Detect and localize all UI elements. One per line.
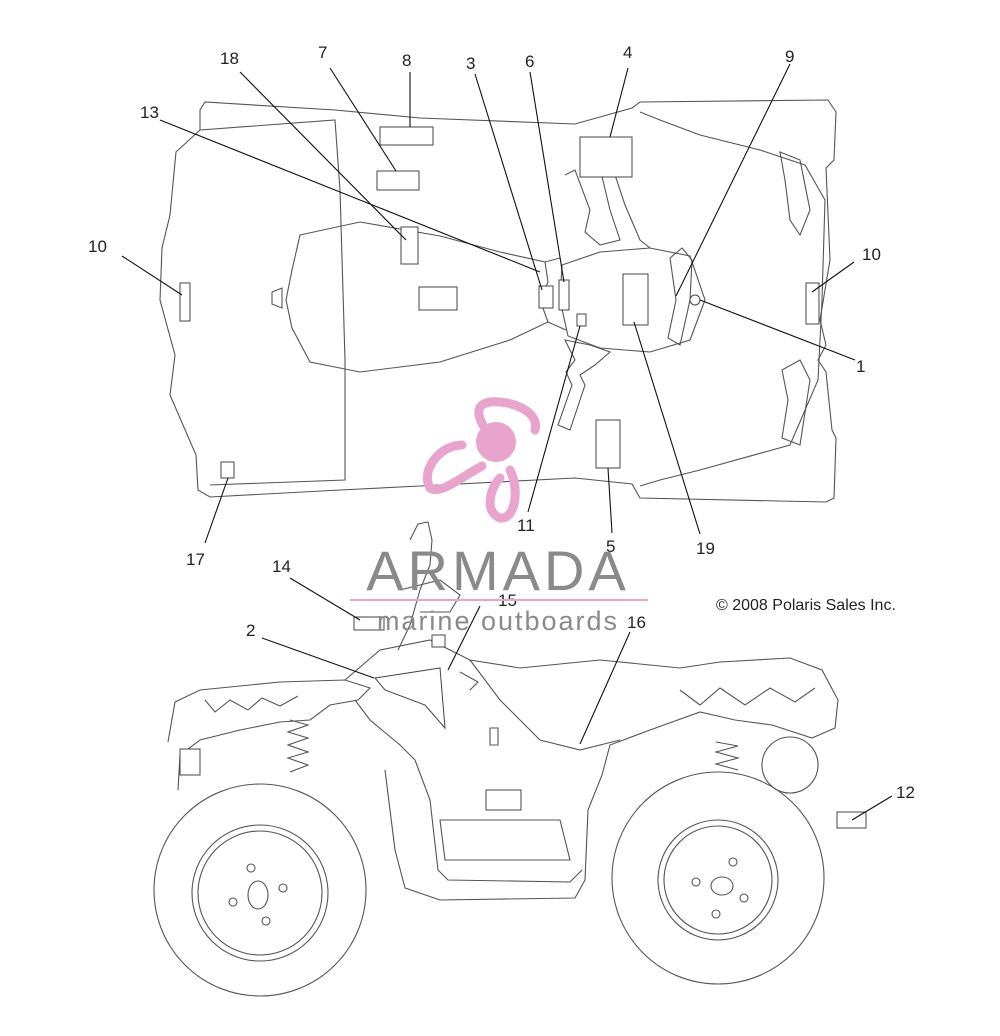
propeller-hub [476,422,516,462]
watermark-tagline: marine outboards [377,606,619,636]
callout-18: 18 [220,49,239,68]
callout-12: 12 [896,783,915,802]
callout-8: 8 [402,51,411,70]
callout-17: 17 [186,550,205,569]
callout-numbers: 8 7 18 13 3 6 4 9 10 10 1 11 19 5 17 14 … [88,43,915,802]
armada-watermark: ARMADA marine outboards [350,397,648,636]
callout-4: 4 [623,43,632,62]
callout-5: 5 [606,537,615,556]
propeller-logo [422,397,540,523]
callout-2: 2 [246,621,255,640]
callout-1: 1 [856,357,865,376]
callout-19: 19 [696,539,715,558]
callout-9: 9 [785,47,794,66]
atv-top-view [159,99,837,503]
callout-7: 7 [318,43,327,62]
callout-13: 13 [140,103,159,122]
callout-11: 11 [517,516,535,535]
callout-6: 6 [525,52,534,71]
callout-16: 16 [627,613,646,632]
watermark-brand: ARMADA [366,539,630,602]
callout-3: 3 [466,54,475,73]
callout-14: 14 [272,557,291,576]
atv-side-view [153,521,867,997]
callout-10-right: 10 [862,245,881,264]
callout-leaders [121,63,893,821]
callout-10-left: 10 [88,237,107,256]
copyright-text: © 2008 Polaris Sales Inc. [716,597,896,614]
